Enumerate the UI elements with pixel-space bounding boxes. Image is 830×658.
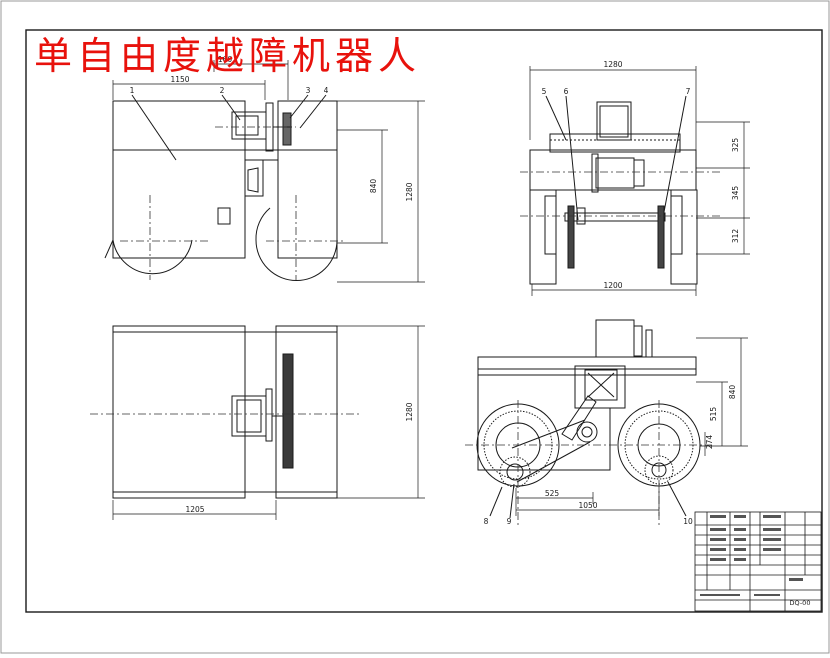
front-view-centerlines	[520, 171, 720, 217]
detail-view-dims	[515, 337, 748, 516]
callout-5: 5	[542, 87, 547, 96]
labels: 1150 160 1280 840 1 2 3 4 1280 1200 325 …	[130, 55, 811, 607]
inner-frame	[25, 29, 823, 613]
callout-7: 7	[686, 87, 691, 96]
dim-side-mid: 840	[369, 179, 378, 194]
dim-plan-height: 1280	[405, 402, 414, 421]
callout-1: 1	[130, 86, 135, 95]
dim-side-height: 1280	[405, 182, 414, 201]
dim-front-v2: 345	[731, 186, 740, 201]
title-block	[694, 511, 822, 612]
dim-detail-right1: 840	[728, 385, 737, 400]
front-view-dims	[529, 66, 750, 296]
front-view	[529, 95, 698, 285]
plan-view-dims	[112, 325, 425, 520]
drawing-title: 单自由度越障机器人	[34, 34, 422, 78]
dim-plan-bottom: 1205	[185, 505, 204, 514]
callout-4: 4	[324, 86, 329, 95]
dim-detail-b2: 1050	[578, 501, 597, 510]
dim-detail-r: 274	[705, 435, 714, 450]
dim-detail-right2: 515	[709, 407, 718, 422]
detail-view-centerlines	[465, 400, 712, 525]
callout-6: 6	[564, 87, 569, 96]
side-view	[104, 94, 338, 281]
dim-detail-b1: 525	[545, 489, 560, 498]
callout-3: 3	[306, 86, 311, 95]
side-view-dims	[112, 60, 425, 283]
detail-view	[476, 319, 701, 519]
dim-front-v1: 325	[731, 138, 740, 153]
dim-side-top2: 160	[218, 55, 233, 64]
drawing-number: DQ-00	[790, 599, 811, 607]
callout-9: 9	[507, 517, 512, 526]
callout-2: 2	[220, 86, 225, 95]
dim-side-top: 1150	[170, 75, 189, 84]
dim-front-top: 1280	[603, 60, 622, 69]
callout-10: 10	[683, 517, 693, 526]
side-view-centerlines	[120, 126, 345, 280]
dim-front-v3: 312	[731, 229, 740, 244]
plan-view	[112, 325, 338, 499]
dim-front-bottom: 1200	[603, 281, 622, 290]
callout-8: 8	[484, 517, 489, 526]
title-block-fill	[700, 515, 803, 596]
